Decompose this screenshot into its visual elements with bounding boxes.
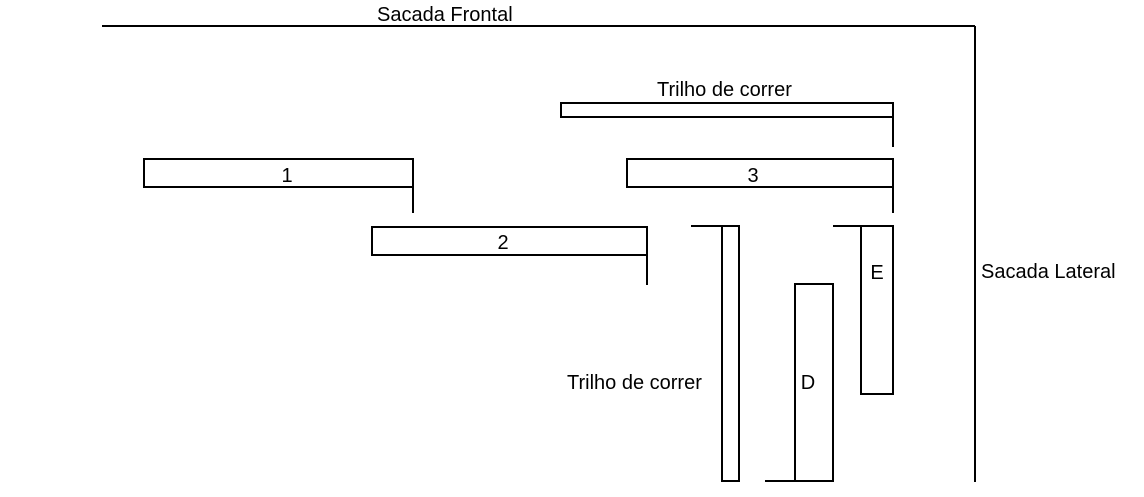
panel-d [765, 283, 834, 482]
panel-1 [143, 158, 414, 213]
panel-1-body [143, 158, 414, 188]
panel-e [833, 225, 894, 395]
panel-3-label: 3 [747, 165, 758, 187]
balcony-walls [102, 25, 976, 482]
front-balcony-label: Sacada Frontal [377, 4, 513, 26]
panel-3-body [626, 158, 894, 188]
panel-e-label: E [870, 262, 883, 284]
vertical-rail-label: Trilho de correr [567, 372, 702, 394]
panel-d-body [794, 283, 834, 482]
panel-d-label: D [801, 372, 815, 394]
panel-3 [626, 158, 894, 213]
panel-1-label: 1 [281, 165, 292, 187]
panel-e-body [860, 225, 894, 395]
side-balcony-label: Sacada Lateral [981, 261, 1116, 283]
vertical-rail-bar [721, 225, 740, 482]
panel-2-body [371, 226, 648, 256]
panel-2-label: 2 [497, 232, 508, 254]
top-rail [560, 102, 894, 147]
vertical-rail [691, 225, 740, 482]
panel-2 [371, 226, 648, 285]
top-rail-bar [560, 102, 894, 118]
top-rail-label: Trilho de correr [657, 79, 792, 101]
